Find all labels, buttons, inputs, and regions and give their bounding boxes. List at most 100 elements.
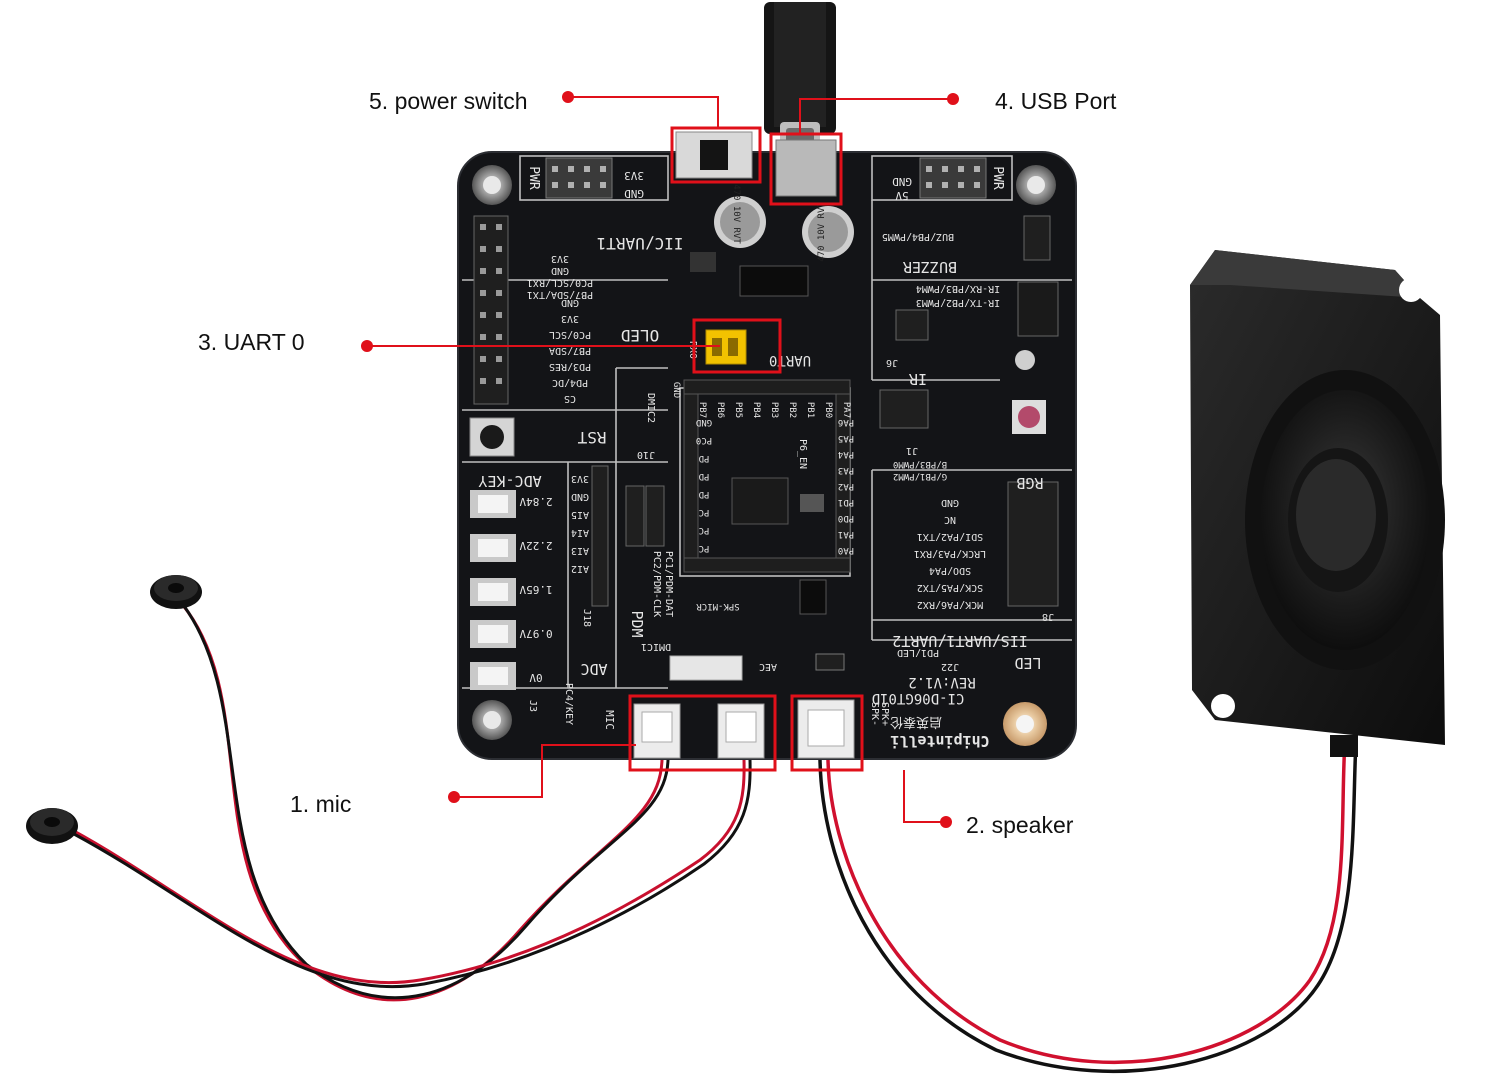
pd1-led-label: PD1/LED — [897, 647, 939, 658]
pdm-pin-label: PC1/PDM-DAT — [663, 551, 674, 617]
aec-label: AEC — [759, 661, 777, 672]
brand-label: Chipintelli — [890, 732, 989, 750]
gnd-top-label: GND — [671, 382, 681, 398]
module-right-pin-label: PA6 — [838, 417, 854, 427]
module-top-pin-label: PB1 — [805, 402, 815, 418]
usb-port-leader — [799, 98, 953, 134]
speaker — [1190, 250, 1445, 757]
module-left-pin-label: PC — [699, 507, 710, 517]
iic-uart1-label: IIC/UART1 — [597, 234, 684, 253]
oled-pin-label: PC0/SCL — [549, 329, 591, 340]
module-top-pin-label: PB7 — [697, 402, 707, 418]
speaker-leader — [903, 770, 946, 823]
iis-pin-label: SDO/PA4 — [929, 565, 971, 576]
adc-label: ADC — [580, 660, 607, 678]
adc-key-label: ADC-KEY — [478, 472, 541, 490]
rgb-pin-label: B/PB3/PWM0 — [893, 459, 947, 469]
led-label: LED — [1014, 654, 1041, 672]
module-right-pin-label: PA0 — [838, 545, 854, 555]
pwr-left-label: PWR — [526, 166, 541, 190]
board-name-label: CI-D06GT01D — [872, 690, 965, 706]
oled-pin-label: PD3/RES — [549, 361, 591, 372]
module-left-pin-label: PC — [699, 543, 710, 553]
module-top-pin-label: PB2 — [787, 402, 797, 418]
adc-pin-label: AI2 — [571, 563, 589, 574]
pc4-key-label: PC4/KEY — [563, 683, 574, 725]
uart0-dot — [361, 340, 373, 352]
3v3-left-label: 3V3 — [624, 169, 644, 182]
buz-pin-label: BUZ/PB4/PWM5 — [882, 231, 954, 242]
module-top-pin-label: PB0 — [823, 402, 833, 418]
module-left-pin-label: GND — [696, 417, 712, 427]
rgb-label: RGB — [1016, 474, 1043, 492]
dmic1-label: DMIC1 — [641, 641, 671, 652]
iis-label: IIS/UART1/UART2 — [892, 632, 1027, 650]
spk-minus-label: SPK- — [869, 702, 880, 726]
j6-label: J6 — [886, 357, 898, 368]
adc-voltage-label: 2.22V — [519, 539, 552, 552]
power-switch-leader — [568, 96, 719, 128]
spk-plus-label: SPK+ — [879, 702, 890, 726]
iic-pin-label: PC0/SCL/RX1 — [527, 277, 593, 288]
module-right-pin-label: PA2 — [838, 481, 854, 491]
gnd-right-label: GND — [892, 175, 912, 188]
adc-pin-label: 3V3 — [571, 473, 589, 484]
oled-pin-label: GND — [561, 297, 579, 308]
oled-pin-label: PB7/SDA — [549, 345, 591, 356]
speaker-wire — [818, 739, 1358, 1074]
module-right-pin-label: PD1 — [838, 497, 854, 507]
iis-pin-label: SCK/PA5/TX2 — [917, 582, 983, 593]
callout-lines — [367, 96, 953, 823]
mic-dot — [448, 791, 460, 803]
uart0-silk-label: UART0 — [769, 352, 811, 368]
power-switch-highlight — [670, 126, 762, 184]
usb-port-callout-label: 4. USB Port — [995, 88, 1117, 114]
mic-silk-label: MIC — [603, 710, 616, 730]
ir-tx-label: IR-TX/PB2/PWM3 — [916, 297, 1000, 308]
module-right-pin-label: PD0 — [838, 513, 854, 523]
usb-port-dot — [947, 93, 959, 105]
iis-pin-label: NC — [944, 514, 956, 525]
iis-pin-label: GND — [941, 497, 959, 508]
speaker-dot — [940, 816, 952, 828]
power-switch-callout-label: 5. power switch — [369, 88, 528, 114]
cap1-label: 470 10V RVT — [731, 184, 741, 244]
adc-voltage-label: 0.97V — [519, 627, 552, 640]
mic-wire-1 — [180, 603, 670, 1002]
5v-right-label: 5V — [895, 189, 909, 202]
speaker-connector-highlight — [790, 694, 864, 772]
rst-label: RST — [577, 428, 606, 447]
callout-dots — [361, 91, 959, 828]
ir-rx-label: IR-RX/PB3/PWM4 — [916, 283, 1000, 294]
adc-pin-label: AI4 — [571, 527, 589, 538]
oled-pin-label: CS — [564, 393, 576, 404]
iis-pin-label: LRCK/PA3/RX1 — [914, 548, 986, 559]
speaker-callout-label: 2. speaker — [966, 812, 1074, 838]
adc-pin-label: GND — [571, 491, 589, 502]
circuit-board: PWR GND 3V3 PWR GND 5V IIC/UART1 3V3GNDP… — [457, 131, 1077, 760]
module-left-pin-label: PC0 — [696, 435, 712, 445]
module-top-pin-label: PB4 — [751, 402, 761, 418]
module-left-pin-label: PD — [699, 471, 710, 481]
brand-cn-label: 启英泰伦 — [890, 714, 942, 729]
mic-callout-label: 1. mic — [290, 791, 352, 817]
pwr-right-label: PWR — [990, 166, 1005, 190]
j18-label: J18 — [581, 609, 592, 627]
buzzer-label: BUZZER — [902, 258, 957, 276]
j1-label: J1 — [906, 445, 918, 456]
ir-label: IR — [908, 370, 927, 388]
p6-en-label: P6_EN — [797, 439, 808, 469]
rev-label: REV:V1.2 — [908, 674, 975, 690]
power-switch-dot — [562, 91, 574, 103]
module-top-pin-label: PB5 — [733, 402, 743, 418]
gnd-left-label: GND — [624, 187, 644, 200]
module-top-pin-label: PB6 — [715, 402, 725, 418]
j8-label: J8 — [1042, 611, 1054, 622]
microphone-1 — [150, 575, 202, 609]
